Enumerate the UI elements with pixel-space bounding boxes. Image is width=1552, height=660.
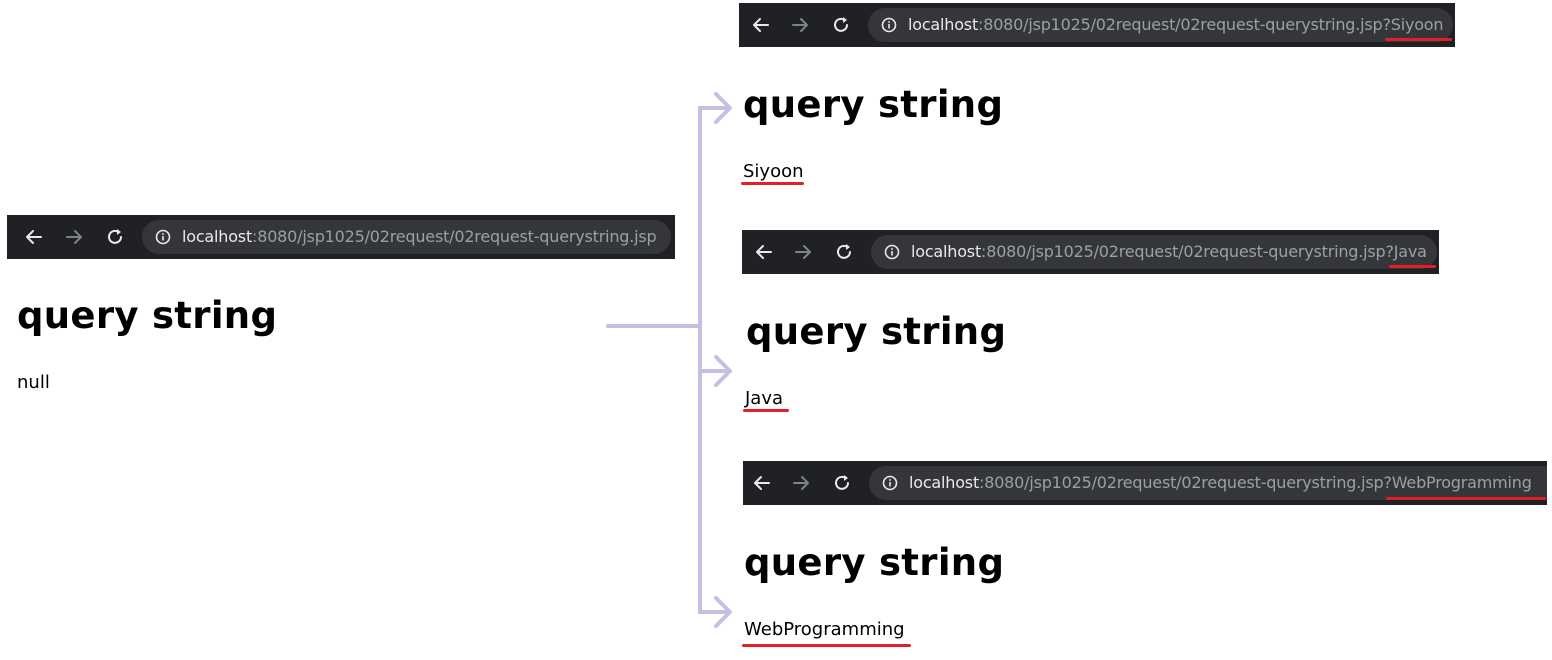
- page-heading: query string: [743, 83, 1004, 126]
- back-arrow-icon: [26, 230, 42, 244]
- back-button[interactable]: [752, 240, 776, 264]
- arrowhead-3: [714, 596, 732, 628]
- browser-toolbar-4: localhost:8080/jsp1025/02request/02reque…: [743, 461, 1547, 505]
- info-icon[interactable]: [883, 243, 901, 261]
- url-host: localhost: [908, 15, 979, 34]
- reload-icon: [108, 229, 122, 244]
- back-button[interactable]: [22, 225, 46, 249]
- query-underline: [1385, 38, 1452, 41]
- back-arrow-icon: [756, 245, 772, 259]
- value-underline: [741, 182, 804, 185]
- page-heading: query string: [746, 310, 1007, 353]
- url-query: ?Java: [1385, 242, 1427, 261]
- arrowhead-1: [714, 92, 732, 124]
- back-arrow-icon: [753, 18, 769, 32]
- address-bar[interactable]: localhost:8080/jsp1025/02request/02reque…: [142, 220, 671, 254]
- browser-toolbar-2: localhost:8080/jsp1025/02request/02reque…: [739, 3, 1455, 47]
- arrowhead-2: [714, 355, 732, 387]
- url-path: :8080/jsp1025/02request/02request-querys…: [978, 15, 1383, 34]
- address-bar[interactable]: localhost:8080/jsp1025/02request/02reque…: [868, 8, 1453, 42]
- url-path: :8080/jsp1025/02request/02request-querys…: [979, 473, 1384, 492]
- url-host: localhost: [909, 473, 980, 492]
- forward-arrow-icon: [793, 476, 809, 490]
- reload-icon: [835, 475, 849, 490]
- forward-button[interactable]: [788, 13, 812, 37]
- address-bar[interactable]: localhost:8080/jsp1025/02request/02reque…: [869, 466, 1547, 500]
- forward-arrow-icon: [792, 18, 808, 32]
- url-text: localhost:8080/jsp1025/02request/02reque…: [908, 8, 1444, 42]
- url-query: ?WebProgramming: [1383, 473, 1532, 492]
- query-value: null: [17, 372, 50, 393]
- forward-button[interactable]: [789, 471, 813, 495]
- back-button[interactable]: [749, 13, 773, 37]
- url-text: localhost:8080/jsp1025/02request/02reque…: [911, 235, 1427, 269]
- page-heading: query string: [744, 541, 1005, 584]
- url-path: :8080/jsp1025/02request/02request-querys…: [981, 242, 1386, 261]
- url-text: localhost:8080/jsp1025/02request/02reque…: [182, 220, 657, 254]
- query-underline: [1389, 265, 1436, 268]
- reload-icon: [834, 17, 848, 32]
- reload-button[interactable]: [103, 225, 127, 249]
- url-host: localhost: [182, 227, 253, 246]
- reload-button[interactable]: [829, 13, 853, 37]
- url-path: :8080/jsp1025/02request/02request-querys…: [252, 227, 657, 246]
- url-host: localhost: [911, 242, 982, 261]
- forward-button[interactable]: [791, 240, 815, 264]
- forward-arrow-icon: [66, 230, 82, 244]
- query-underline: [1386, 497, 1546, 500]
- query-value: Siyoon: [743, 161, 804, 182]
- query-value: WebProgramming: [744, 619, 905, 640]
- forward-button[interactable]: [62, 225, 86, 249]
- url-text: localhost:8080/jsp1025/02request/02reque…: [909, 466, 1532, 500]
- info-icon[interactable]: [880, 16, 898, 34]
- back-arrow-icon: [754, 476, 770, 490]
- info-icon[interactable]: [881, 474, 899, 492]
- browser-toolbar-1: localhost:8080/jsp1025/02request/02reque…: [7, 215, 675, 259]
- query-value: Java: [745, 388, 784, 409]
- address-bar[interactable]: localhost:8080/jsp1025/02request/02reque…: [871, 235, 1437, 269]
- back-button[interactable]: [750, 471, 774, 495]
- reload-icon: [837, 244, 851, 259]
- info-icon[interactable]: [154, 228, 172, 246]
- value-underline: [743, 409, 789, 412]
- forward-arrow-icon: [795, 245, 811, 259]
- url-query: ?Siyoon: [1382, 15, 1444, 34]
- reload-button[interactable]: [830, 471, 854, 495]
- browser-toolbar-3: localhost:8080/jsp1025/02request/02reque…: [742, 230, 1439, 274]
- value-underline: [742, 644, 911, 647]
- page-heading: query string: [17, 294, 278, 337]
- reload-button[interactable]: [832, 240, 856, 264]
